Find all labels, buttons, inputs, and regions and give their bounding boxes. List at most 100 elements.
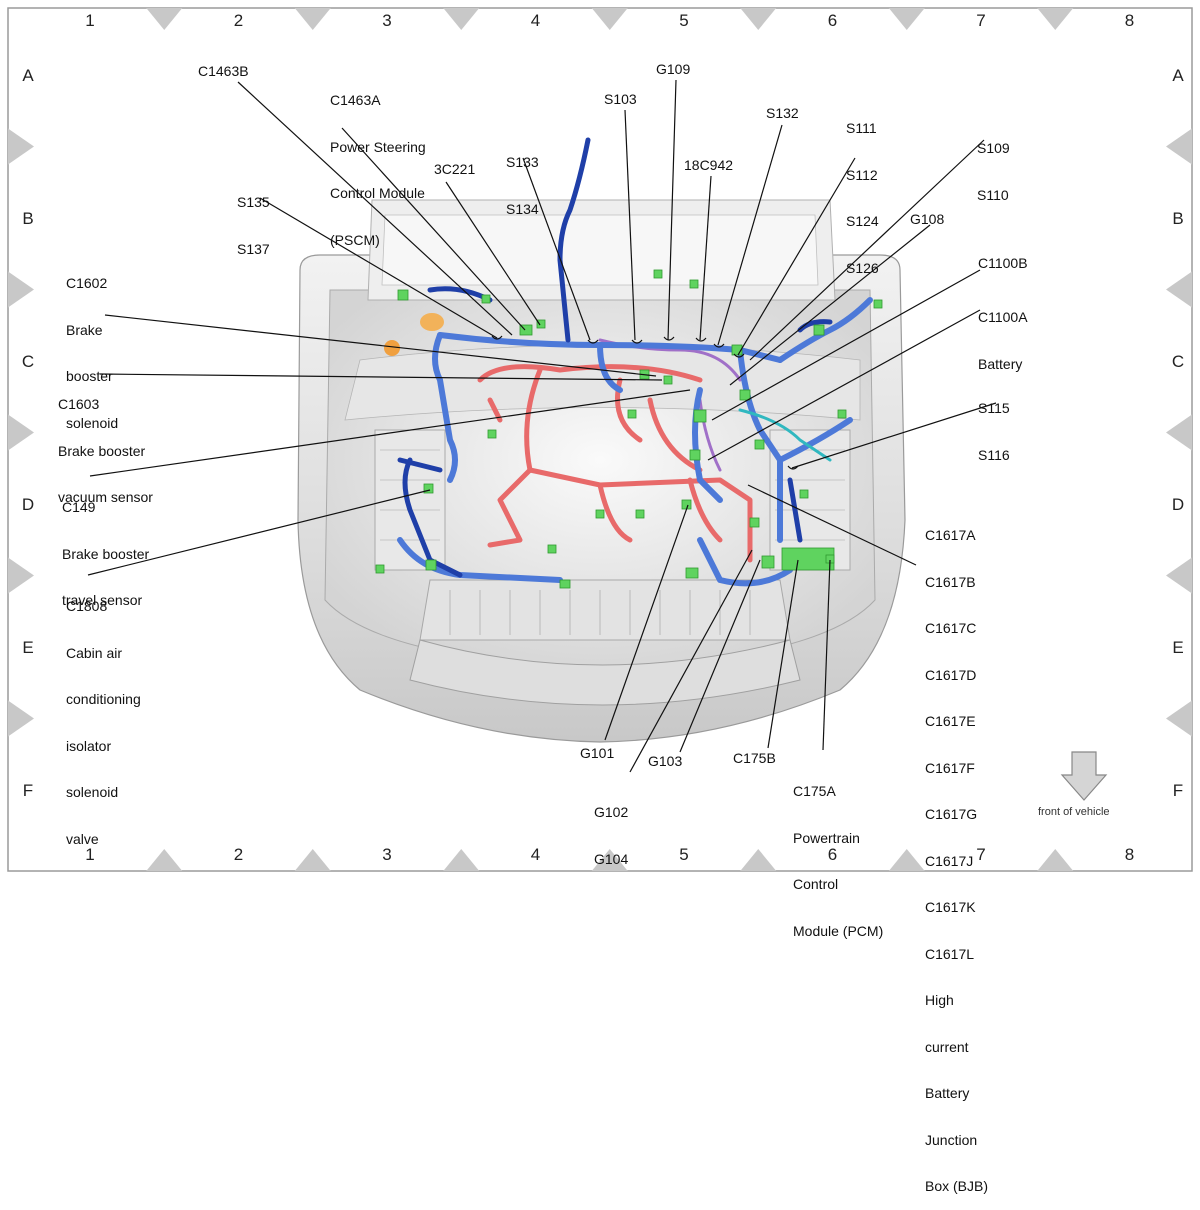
grid-row-label: F xyxy=(1173,781,1183,800)
callout-c1100b: C1100B xyxy=(978,255,1028,272)
callout-line: C1603 xyxy=(58,396,100,412)
callout-c175a-pcm: C175A Powertrain Control Module (PCM) xyxy=(793,753,883,955)
grid-divider-marker xyxy=(888,8,925,30)
leader-lines xyxy=(87,79,997,773)
callout-line: Control Module xyxy=(330,185,425,201)
grid-column-label: 6 xyxy=(828,845,837,864)
grid-divider-marker xyxy=(146,8,183,30)
front-of-vehicle-label: front of vehicle xyxy=(1038,806,1110,818)
callout-line: solenoid xyxy=(66,414,119,431)
callout-s135-s137: S135 S137 xyxy=(237,164,270,273)
callout-line: vacuum sensor xyxy=(58,489,153,505)
callout-line: S112 xyxy=(846,166,878,183)
callout-line: C1617D xyxy=(925,666,977,683)
grid-divider-marker xyxy=(8,128,34,165)
grid-row-label: A xyxy=(22,66,34,85)
grid-divider-marker xyxy=(1166,128,1192,165)
callout-c1100a: C1100A Battery xyxy=(978,279,1028,388)
callout-line: 3C221 xyxy=(434,161,476,177)
grid-divider-marker xyxy=(1037,8,1074,30)
callout-18c942: 18C942 xyxy=(684,157,734,174)
grid-divider-marker xyxy=(1166,700,1192,737)
callout-c1808: C1808 Cabin air conditioning isolator so… xyxy=(66,568,141,863)
callout-c1463a: C1463A Power Steering Control Module (PS… xyxy=(330,62,426,264)
callout-line: Brake xyxy=(66,321,103,338)
grid-column-label: 5 xyxy=(679,11,688,30)
grid-row-label: B xyxy=(1172,209,1183,228)
callout-g101: G101 xyxy=(580,745,614,762)
grid-divider-marker xyxy=(591,8,628,30)
callout-line: S103 xyxy=(604,91,637,107)
callout-line: C1617G xyxy=(925,806,978,822)
grid-column-label: 8 xyxy=(1125,845,1134,864)
callout-line: C1617J xyxy=(925,852,974,869)
grid-column-label: 5 xyxy=(679,845,688,864)
callout-s111-s126: S111 S112 S124 S126 xyxy=(846,90,879,292)
grid-column-label: 7 xyxy=(976,11,985,30)
callout-line: solenoid xyxy=(66,784,119,800)
callout-line: S124 xyxy=(846,213,879,229)
grid-column-label: 2 xyxy=(234,11,243,30)
callout-s115-s116: S115 S116 xyxy=(978,370,1010,479)
grid-row-label: A xyxy=(1172,66,1184,85)
grid-divider-marker xyxy=(443,8,480,30)
callout-line: S132 xyxy=(766,105,799,121)
callout-line: S110 xyxy=(977,186,1009,203)
callout-g103: G103 xyxy=(648,753,683,770)
grid-divider-marker xyxy=(740,8,777,30)
callout-line: C1100B xyxy=(978,255,1028,271)
callout-c1603: C1603 Brake booster vacuum sensor xyxy=(58,366,153,521)
grid-column-label: 1 xyxy=(85,11,94,30)
callout-line: 18C942 xyxy=(684,157,734,173)
callout-line: isolator xyxy=(66,737,112,754)
callout-line: C1617C xyxy=(925,620,977,636)
callout-line: current xyxy=(925,1038,969,1055)
callout-line: C1463A xyxy=(330,92,381,108)
wiring-harness xyxy=(397,137,873,587)
grid-row-label: E xyxy=(1172,638,1183,657)
harness-cyan xyxy=(738,408,832,462)
callout-c1602: C1602 Brake booster solenoid xyxy=(66,245,118,447)
grid-column-label: 4 xyxy=(531,11,540,30)
callout-line: C1808 xyxy=(66,598,108,614)
callout-line: C1617E xyxy=(925,713,976,729)
callout-line: C1100A xyxy=(978,309,1028,325)
callout-c175b: C175B xyxy=(733,750,776,767)
harness-red xyxy=(477,364,753,563)
grid-row-label: E xyxy=(22,638,33,657)
callout-line: C175A xyxy=(793,783,836,799)
callout-line: Cabin air xyxy=(66,644,123,661)
grid-divider-marker xyxy=(888,849,925,871)
callout-line: Battery xyxy=(978,355,1023,372)
callout-line: G102 xyxy=(594,804,629,820)
callout-line: C175B xyxy=(733,750,776,766)
callout-line: G103 xyxy=(648,753,683,769)
callout-line: S135 xyxy=(237,194,270,210)
grid-column-label: 8 xyxy=(1125,11,1134,30)
callout-line: Brake booster xyxy=(62,545,150,562)
grid-column-label: 4 xyxy=(531,845,540,864)
callout-line: Control xyxy=(793,876,839,892)
grid-divider-marker xyxy=(1037,849,1074,871)
callout-line: Module (PCM) xyxy=(793,922,884,939)
grid-row-label: D xyxy=(22,495,34,514)
callout-s103: S103 xyxy=(604,91,637,108)
grid-column-label: 2 xyxy=(234,845,243,864)
vehicle-body xyxy=(297,199,906,743)
grid-divider-marker xyxy=(8,557,34,594)
grid-divider-marker xyxy=(1166,414,1192,451)
grid-column-label: 7 xyxy=(976,845,985,864)
callout-line: C1617L xyxy=(925,945,975,962)
callout-line: Box (BJB) xyxy=(925,1178,989,1194)
callout-s132: S132 xyxy=(766,105,799,122)
callout-line: G104 xyxy=(594,850,629,867)
callout-line: Brake booster xyxy=(58,442,146,459)
grid-column-label: 6 xyxy=(828,11,837,30)
grid-divider-marker xyxy=(1166,557,1192,594)
callout-line: Battery xyxy=(925,1085,970,1101)
callout-line: S109 xyxy=(977,140,1010,156)
harness-dark-blue xyxy=(397,137,833,578)
callout-line: S133 xyxy=(506,154,539,170)
grid-row-label: B xyxy=(22,209,33,228)
